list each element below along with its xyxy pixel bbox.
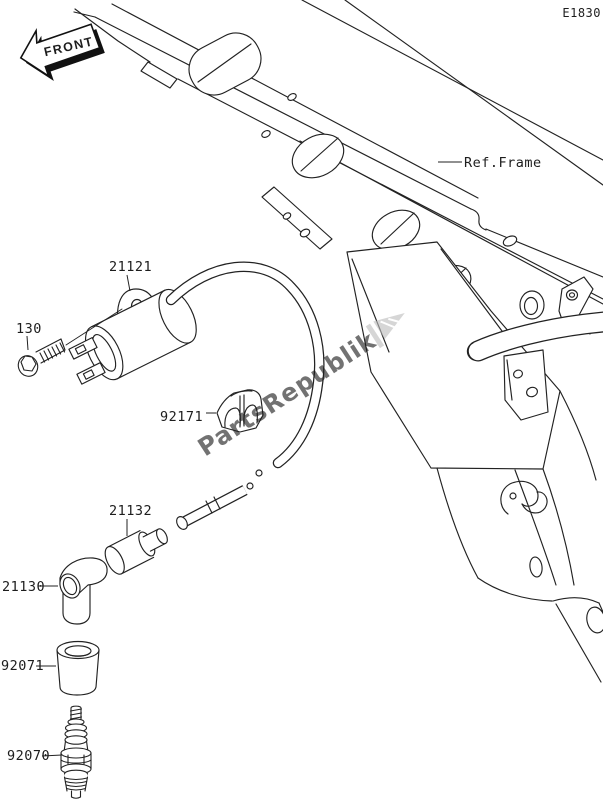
bolt-drawing — [17, 308, 123, 377]
plug-boot-drawing — [56, 640, 100, 696]
leader-lines — [26, 161, 462, 757]
grommet-drawing — [104, 528, 168, 575]
ignition-coil-drawing — [68, 288, 197, 385]
part-label-130: 130 — [16, 321, 42, 337]
leader-92070 — [41, 754, 63, 757]
watermark-flag-icon — [365, 323, 385, 349]
plug-cap-drawing — [59, 557, 108, 625]
leader-130 — [26, 335, 29, 351]
part-label-92071: 92071 — [1, 658, 44, 674]
leader-21121 — [126, 274, 131, 292]
spark-plug-drawing — [60, 705, 92, 799]
watermark-text: PartsRepublik — [192, 325, 381, 462]
diagram-code: E1830 — [562, 6, 601, 20]
frame-drawing — [73, 0, 603, 683]
part-label-21130: 21130 — [2, 579, 45, 595]
spark-plug-lead-drawing — [165, 261, 325, 530]
part-label-92171: 92171 — [160, 409, 203, 425]
clamp-drawing — [216, 389, 264, 433]
part-label-92070: 92070 — [7, 748, 50, 764]
front-direction-marker: FRONT — [19, 23, 105, 82]
front-arrow — [19, 23, 101, 79]
ref-frame-label: Ref.Frame — [464, 155, 542, 171]
part-label-21121: 21121 — [109, 259, 152, 275]
part-label-21132: 21132 — [109, 503, 152, 519]
